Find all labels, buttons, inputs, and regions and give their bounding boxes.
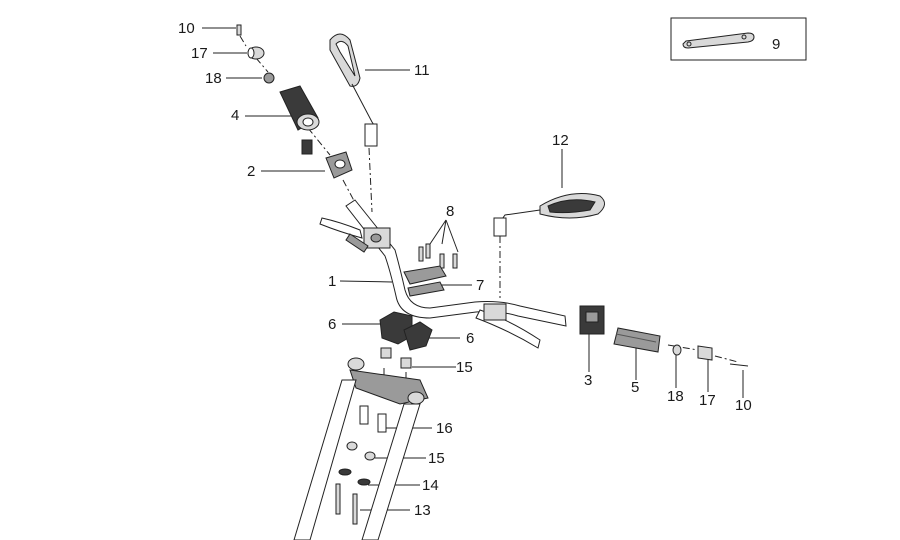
left-brake-master-cylinder (319, 217, 391, 253)
callout-12: 12 (552, 132, 569, 149)
callout-8: 8 (446, 203, 455, 220)
part-3-right-switch (579, 305, 605, 335)
part-12-right-mirror (493, 193, 605, 237)
callout-14: 14 (422, 477, 439, 494)
callout-13: 13 (414, 502, 431, 519)
part-7-upper-clamp (403, 265, 447, 297)
part-5-right-grip (613, 327, 661, 353)
callout-4: 4 (231, 107, 240, 124)
part-4-throttle-grip (279, 85, 320, 155)
inset-part-9 (670, 17, 807, 61)
callout-17-left: 17 (191, 45, 208, 62)
right-lever-assembly (475, 303, 541, 349)
leader-lines (202, 27, 744, 511)
callout-9: 9 (772, 36, 781, 53)
callout-1: 1 (328, 273, 337, 290)
part-17-right (697, 345, 713, 361)
part-14-washers (338, 468, 371, 486)
alignment-axes (239, 35, 739, 398)
callout-17-right: 17 (699, 392, 716, 409)
callout-10-right: 10 (735, 397, 752, 414)
callout-16: 16 (436, 420, 453, 437)
callout-6-right: 6 (466, 330, 475, 347)
top-triple-clamp (347, 357, 429, 405)
part-18-left (263, 72, 275, 84)
fork-tubes (293, 379, 421, 540)
callout-3: 3 (584, 372, 593, 389)
part-10-left (236, 24, 242, 36)
part-6-right-riser (400, 321, 433, 369)
callout-18-right: 18 (667, 388, 684, 405)
callout-7: 7 (476, 277, 485, 294)
part-13-bolts (335, 483, 358, 525)
part-15-lower-nuts (346, 441, 376, 461)
callout-10-left: 10 (178, 20, 195, 37)
callout-11: 11 (414, 62, 430, 79)
part-16-bushings (359, 405, 387, 433)
callout-2: 2 (247, 163, 256, 180)
callout-15-lower: 15 (428, 450, 445, 467)
part-18-right (672, 344, 682, 356)
part-1-handlebar (345, 199, 567, 327)
callout-5: 5 (631, 379, 640, 396)
part-11-left-mirror (329, 33, 378, 147)
part-8-bolts (418, 243, 458, 269)
part-17-left (247, 46, 265, 60)
part-10-right (729, 363, 749, 367)
callout-18-left: 18 (205, 70, 222, 87)
callout-6-left: 6 (328, 316, 337, 333)
callout-15-upper: 15 (456, 359, 473, 376)
part-2-switch-housing (325, 151, 353, 179)
part-6-left-riser (379, 311, 413, 359)
